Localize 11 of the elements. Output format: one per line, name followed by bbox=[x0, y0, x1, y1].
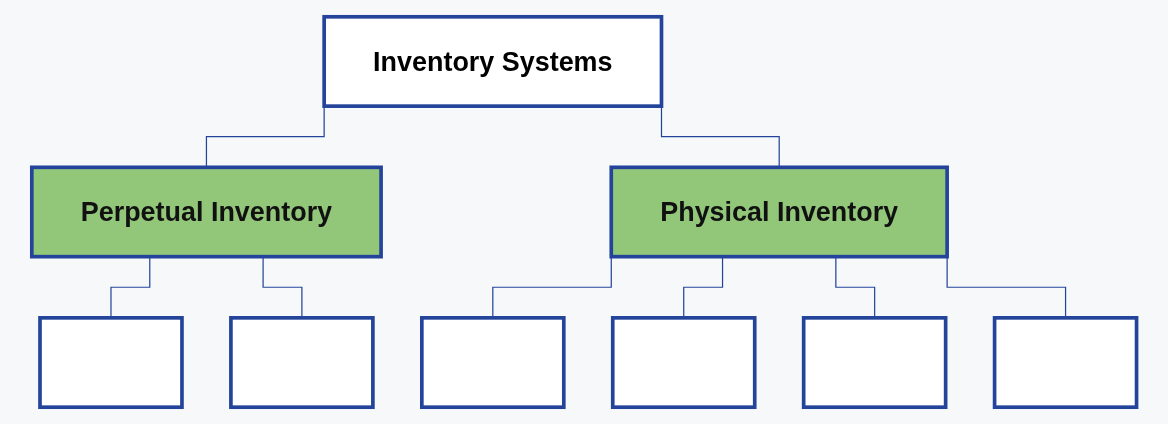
node-box bbox=[37, 316, 184, 410]
node-box: Perpetual Inventory bbox=[29, 165, 383, 259]
node-box: Inventory Systems bbox=[322, 14, 664, 108]
node-box bbox=[992, 316, 1139, 410]
node-box bbox=[228, 316, 375, 410]
node-box bbox=[610, 316, 757, 410]
node-box bbox=[801, 316, 948, 410]
connector bbox=[205, 105, 325, 168]
connector bbox=[660, 105, 780, 168]
node-box: Physical Inventory bbox=[609, 165, 949, 259]
node-box bbox=[419, 316, 566, 410]
